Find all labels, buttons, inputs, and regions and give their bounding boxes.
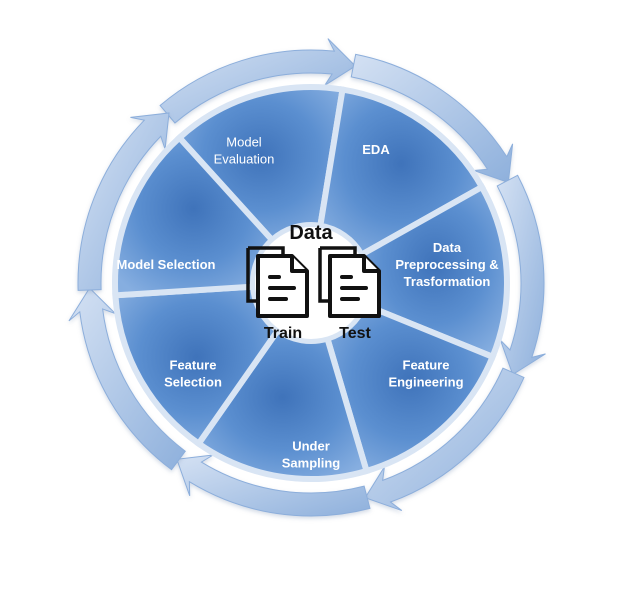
cycle-arrow [496,174,546,376]
cycle-arrow [68,287,186,471]
cycle-arrow [350,53,514,184]
cycle-arrow [176,454,371,517]
center-data-hub: Data Train Test [246,222,381,342]
segment-label-line: Selection [164,375,222,390]
process-segment [323,300,497,475]
segment-label: Model Selection [117,257,216,272]
segment-label-line: Trasformation [404,274,491,289]
segment-label-line: Feature [403,358,450,373]
cycle-arrow [364,367,525,512]
cycle-arrow [77,112,170,291]
process-segment [112,133,277,299]
train-label: Train [264,325,302,342]
segment-label-line: Engineering [388,375,463,390]
segment-label-line: Preprocessing & [395,257,498,272]
segment-label: EDA [362,142,390,157]
center-title: Data [289,222,333,244]
segment-label-line: Model Selection [117,257,216,272]
segment-label-line: Data [433,240,462,255]
segment-label-line: Model [226,135,262,150]
segment-label-line: Sampling [282,456,341,471]
cycle-arrows [68,38,546,517]
process-segment [194,326,371,482]
test-document-icon [318,246,381,318]
test-label: Test [339,325,371,342]
segment-label-line: EDA [362,142,390,157]
segment-label-line: Under [292,439,330,454]
process-segment [316,86,486,259]
process-segment [175,84,346,245]
segment-label-line: Feature [170,358,217,373]
cycle-arrow [159,38,357,124]
train-document-icon [246,246,309,318]
segment-label-line: Evaluation [214,152,275,167]
